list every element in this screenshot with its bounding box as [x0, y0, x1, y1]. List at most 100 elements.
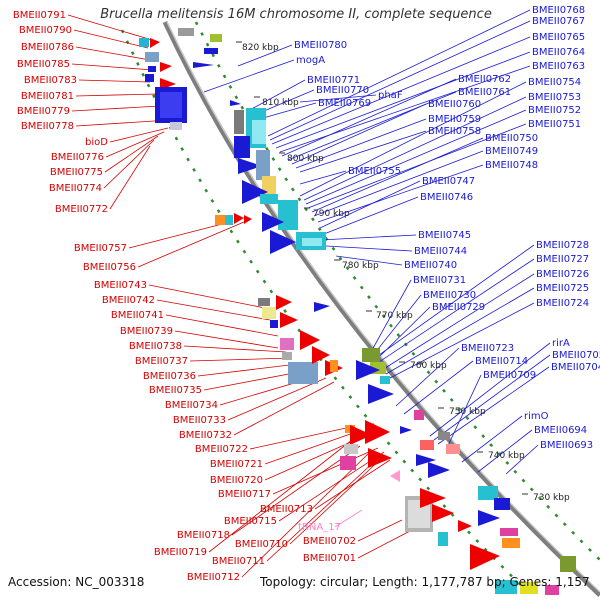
right-gene-label: BMEII0749: [485, 146, 538, 157]
kbp-label: 800 kbp: [287, 154, 324, 164]
right-gene-label: BMEII0746: [420, 192, 473, 203]
left-leader-line: [75, 119, 171, 127]
right-leader-line: [203, 59, 295, 93]
left-gene-label: BMEII0772: [55, 204, 108, 215]
right-gene-label: mogA: [296, 55, 325, 66]
right-gene-label: BMEII0769: [318, 98, 371, 109]
left-gene-label: BMEII0739: [120, 326, 173, 337]
map-title: Brucella melitensis 16M chromosome II, c…: [100, 7, 492, 22]
right-leader-line: [319, 234, 417, 241]
left-leader-line: [104, 135, 159, 173]
right-leader-line: [319, 180, 421, 229]
right-leader-line: [271, 36, 531, 145]
right-gene-label: BMEII0780: [294, 40, 347, 51]
backbone: [162, 20, 600, 597]
left-leader-line: [278, 451, 385, 522]
left-gene-label: BMEII0738: [129, 341, 182, 352]
gene-features-left: [139, 38, 559, 595]
left-leader-line: [148, 284, 266, 309]
right-gene-label: BMEII0759: [428, 114, 481, 125]
right-leader-line: [287, 91, 457, 161]
left-leader-line: [156, 299, 271, 321]
rna-leader-line: [334, 509, 363, 528]
left-gene-label: BMEII0701: [303, 553, 356, 564]
right-gene-label: BMEII0750: [485, 133, 538, 144]
right-leader-line: [335, 255, 403, 266]
right-gene-label: BMEII0727: [536, 254, 589, 265]
left-leader-line: [73, 29, 149, 49]
right-leader-line: [299, 170, 347, 185]
left-gene-label: BMEII0757: [74, 243, 127, 254]
right-gene-label: BMEII0730: [423, 290, 476, 301]
left-leader-line: [264, 431, 357, 465]
right-leader-line: [267, 9, 531, 137]
kbp-label: 770 kbp: [376, 311, 413, 321]
left-gene-label: BMEII0702: [303, 536, 356, 547]
left-leader-line: [78, 79, 151, 83]
right-gene-label: BMEII0705: [552, 350, 600, 361]
accession: Accession: NC_003318: [8, 575, 144, 589]
right-leader-line: [433, 354, 551, 441]
right-gene-label: BMEII0723: [461, 343, 514, 354]
right-gene-label: BMEII0748: [485, 160, 538, 171]
left-gene-label: BMEII0776: [51, 152, 104, 163]
right-leader-line: [281, 78, 457, 157]
right-leader-line: [505, 444, 539, 475]
left-leader-line: [71, 63, 154, 71]
left-leader-line: [357, 519, 403, 542]
right-gene-label: BMEII0767: [532, 16, 585, 27]
right-leader-line: [373, 294, 422, 355]
right-gene-label: BMEII0761: [458, 87, 511, 98]
genome-stats: Topology: circular; Length: 1,177,787 bp…: [259, 575, 590, 589]
right-leader-line: [429, 342, 551, 437]
left-gene-label: BMEII0741: [111, 310, 164, 321]
right-gene-label: BMEII0704: [551, 362, 600, 373]
left-leader-line: [208, 439, 353, 553]
right-leader-line: [279, 65, 531, 153]
left-gene-label: BMEII0733: [173, 415, 226, 426]
right-gene-label: rirA: [552, 338, 570, 349]
right-gene-label: phaF: [378, 90, 403, 101]
left-gene-label: BMEII0717: [218, 489, 271, 500]
left-leader-line: [183, 345, 287, 353]
rna-label: tRNA_17: [298, 522, 341, 533]
left-gene-label: BMEII0756: [83, 262, 136, 273]
right-gene-label: BMEII0726: [536, 269, 589, 280]
right-leader-line: [299, 130, 427, 173]
right-leader-line: [477, 429, 533, 473]
right-gene-label: BMEII0728: [536, 240, 589, 251]
left-leader-line: [357, 529, 413, 559]
right-leader-line: [269, 20, 531, 141]
right-gene-label: rimO: [524, 411, 549, 422]
left-gene-label: BMEII0735: [149, 385, 202, 396]
right-gene-label: BMEII0709: [483, 370, 536, 381]
right-gene-label: BMEII0752: [528, 105, 581, 116]
right-leader-line: [461, 415, 523, 463]
left-leader-line: [189, 357, 293, 362]
right-gene-label: BMEII0744: [414, 246, 467, 257]
left-leader-line: [241, 451, 371, 578]
left-leader-line: [67, 14, 153, 41]
right-gene-label: BMEII0714: [475, 356, 528, 367]
kbp-label: 810 kbp: [262, 98, 299, 108]
right-leader-line: [313, 150, 484, 217]
right-leader-line: [325, 245, 413, 252]
kbp-label: 740 kbp: [488, 451, 525, 461]
left-leader-line: [109, 145, 151, 210]
left-leader-line: [266, 459, 377, 562]
right-gene-label: BMEII0771: [307, 75, 360, 86]
right-leader-line: [317, 164, 484, 223]
left-leader-line: [75, 93, 157, 97]
right-gene-label: BMEII0763: [532, 61, 585, 72]
right-gene-label: BMEII0762: [458, 74, 511, 85]
right-leader-line: [305, 109, 527, 205]
left-leader-line: [289, 455, 385, 545]
left-leader-line: [137, 221, 245, 268]
right-leader-line: [295, 118, 427, 169]
kbp-label: 750 kbp: [449, 407, 486, 417]
right-gene-label: BMEII0693: [540, 440, 593, 451]
right-gene-label: BMEII0753: [528, 92, 581, 103]
left-leader-line: [249, 427, 347, 450]
right-gene-label: BMEII0770: [316, 85, 369, 96]
